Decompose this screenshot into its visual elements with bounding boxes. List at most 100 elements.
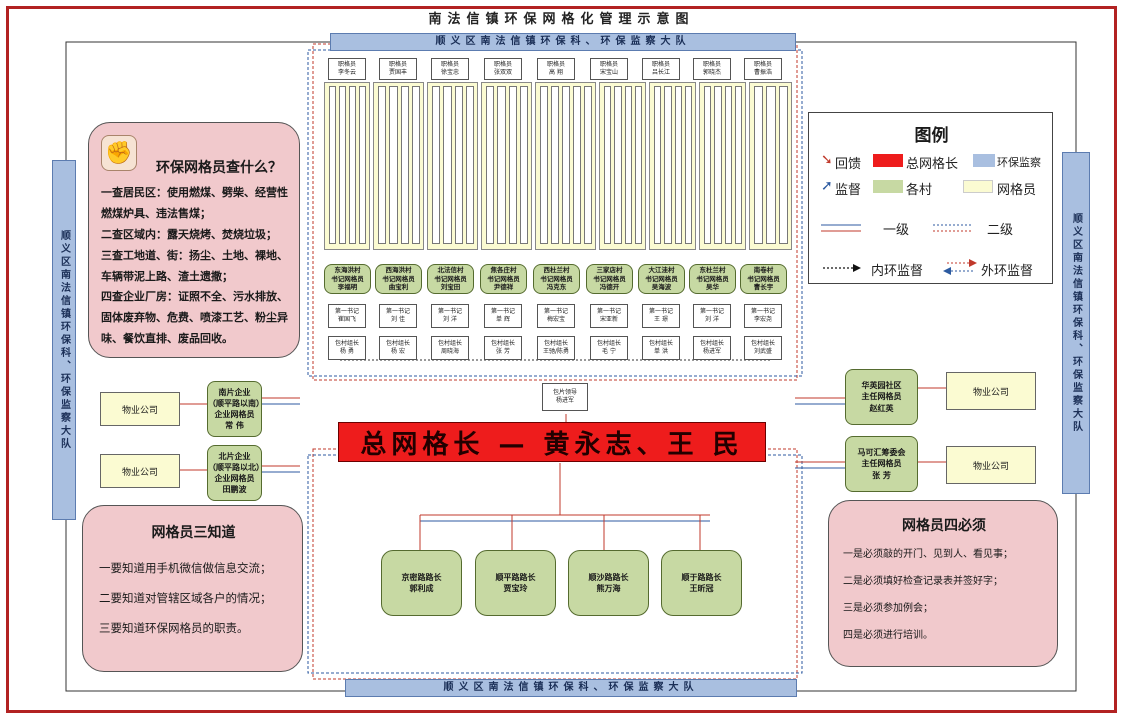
grid-member-box[interactable]: 职格员贾国丰 (379, 58, 417, 80)
detail-column (624, 86, 632, 244)
supervise-arrow-icon: ➚ (821, 178, 833, 194)
panel-what-title: 环保网格员查什么？ (156, 160, 282, 176)
village-detail-group (427, 82, 478, 250)
village-detail-group (481, 82, 532, 250)
village-box[interactable]: 三家店村书记网格员冯德开 (586, 264, 633, 294)
village-role: 书记网格员 (434, 274, 467, 283)
right-property-company-2[interactable]: 物业公司 (946, 446, 1036, 484)
legend-level2: 二级 (987, 223, 1014, 238)
detail-column (734, 86, 742, 244)
feedback-arrow-icon: ➘ (821, 152, 833, 168)
outer-frame (6, 6, 1117, 713)
village-box[interactable]: 北法信村书记网格员刘宝田 (427, 264, 474, 294)
panel-what-item: 三查工地道、街：扬尘、土地、裸地、车辆带泥上路、渣土遗撒； (101, 248, 288, 283)
village-detail-group (649, 82, 696, 250)
area-leader-box[interactable]: 包片领导 杨进军 (542, 383, 588, 411)
village-box[interactable]: 南卷村书记网格员曹长宇 (740, 264, 787, 294)
left-property-company-1[interactable]: 物业公司 (100, 392, 180, 426)
grid-member-box[interactable]: 职格员张双双 (484, 58, 522, 80)
right-community-makehui[interactable]: 马可汇筹委会 主任网格员 张 芳 (845, 436, 918, 492)
legend-outer: 外环监督 (981, 264, 1034, 279)
group-leader-name: 周晓海 (440, 348, 459, 355)
grid-member-box[interactable]: 职格员吕长江 (642, 58, 680, 80)
road-box[interactable]: 顺于路路长王昕冠 (661, 550, 742, 616)
village-box[interactable]: 西海洪村书记网格员曲宝利 (375, 264, 422, 294)
village-box[interactable]: 大江洼村书记网格员吴海波 (638, 264, 685, 294)
group-leader-name: 张 芳 (496, 348, 510, 355)
panel-three-know: 网格员三知道 一要知道用手机微信做信息交流； 二要知道对管辖区域各户的情况； 三… (82, 505, 303, 672)
group-leader-name: 杨 勇 (340, 348, 354, 355)
detail-column (454, 86, 463, 244)
right-property-company-1[interactable]: 物业公司 (946, 372, 1036, 410)
group-leader-box[interactable]: 包村组长王驰/陈勇 (537, 336, 575, 360)
detail-column (778, 86, 788, 244)
village-person: 冯德开 (599, 283, 620, 292)
group-leader-name: 刘武盛 (753, 348, 772, 355)
secretary-box[interactable]: 第一书记刘 洋 (693, 304, 731, 328)
village-person: 尹德祥 (493, 283, 514, 292)
group-leader-name: 单 洪 (654, 348, 668, 355)
group-leader-box[interactable]: 包村组长刘武盛 (744, 336, 782, 360)
group-leader-box[interactable]: 包村组长张 芳 (484, 336, 522, 360)
secretary-box[interactable]: 第一书记李宏尧 (744, 304, 782, 328)
grid-member-box[interactable]: 职格员徐宝忠 (431, 58, 469, 80)
grid-member-box[interactable]: 职格员曹振浩 (744, 58, 782, 80)
group-leader-role: 包村组长 (596, 340, 621, 348)
group-leader-box[interactable]: 包村组长单 洪 (642, 336, 680, 360)
secretary-role: 第一书记 (648, 308, 673, 316)
secretary-box[interactable]: 第一书记崔国飞 (328, 304, 366, 328)
detail-column (465, 86, 474, 244)
grid-member-name: 徐宝忠 (440, 69, 459, 76)
area-leader-name: 杨进军 (555, 397, 574, 404)
village-name: 大江洼村 (648, 266, 675, 275)
village-box[interactable]: 焦各庄村书记网格员尹德祥 (480, 264, 527, 294)
left-enterprise-north[interactable]: 北片企业 （顺平路以北） 企业网格员 田鹏波 (207, 445, 264, 501)
road-box[interactable]: 顺沙路路长熊万海 (568, 550, 649, 616)
village-box[interactable]: 西杜兰村书记网格员冯克东 (533, 264, 580, 294)
detail-column (704, 86, 712, 244)
left-enterprise-south[interactable]: 南片企业 （顺平路以南） 企业网格员 常 伟 (207, 381, 264, 437)
left-property-company-2[interactable]: 物业公司 (100, 454, 180, 488)
grid-member-role: 职格员 (440, 61, 459, 69)
group-leader-box[interactable]: 包村组长杨进军 (693, 336, 731, 360)
legend-village-swatch (873, 180, 903, 193)
secretary-box[interactable]: 第一书记宋亚新 (590, 304, 628, 328)
secretary-box[interactable]: 第一书记刘 洋 (431, 304, 469, 328)
grid-member-box[interactable]: 职格员宋宝山 (590, 58, 628, 80)
detail-column (654, 86, 662, 244)
secretary-box[interactable]: 第一书记单 辉 (484, 304, 522, 328)
grid-member-role: 职格员 (388, 61, 407, 69)
village-detail-group (749, 82, 792, 250)
group-leader-box[interactable]: 包村组长杨 宏 (379, 336, 417, 360)
grid-member-box[interactable]: 职格员李冬云 (328, 58, 366, 80)
group-leader-box[interactable]: 包村组长毛 宁 (590, 336, 628, 360)
chief-box[interactable]: 总网格长 — 黄永志、王 民 (338, 422, 766, 462)
road-box[interactable]: 顺平路路长贾宝玲 (475, 550, 556, 616)
village-box[interactable]: 东杜兰村书记网格员吴华 (689, 264, 736, 294)
panel-must-item: 三是必须参加例会； (843, 603, 933, 614)
village-person: 李福明 (337, 283, 358, 292)
grid-member-name: 郭晓杰 (702, 69, 721, 76)
group-leader-box[interactable]: 包村组长周晓海 (431, 336, 469, 360)
village-detail-group (699, 82, 746, 250)
secretary-box[interactable]: 第一书记梅宏宝 (537, 304, 575, 328)
village-box[interactable]: 东海洪村书记网格员李福明 (324, 264, 371, 294)
secretary-box[interactable]: 第一书记刘 佳 (379, 304, 417, 328)
village-role: 书记网格员 (487, 274, 520, 283)
grid-member-box[interactable]: 职格员高 翔 (537, 58, 575, 80)
page-title: 南法信镇环保网格化管理示意图 (428, 12, 695, 27)
panel-what-item: 二查区域内：露天烧烤、焚烧垃圾； (101, 227, 277, 241)
grid-member-box[interactable]: 职格员郭晓杰 (693, 58, 731, 80)
detail-column (411, 86, 420, 244)
grid-member-name: 高 翔 (549, 69, 563, 76)
detail-column (724, 86, 732, 244)
secretary-box[interactable]: 第一书记王 璟 (642, 304, 680, 328)
detail-column (614, 86, 622, 244)
legend-feedback: 回馈 (835, 157, 862, 172)
detail-column (584, 86, 592, 244)
right-community-huaying[interactable]: 华英园社区 主任网格员 赵红英 (845, 369, 918, 425)
group-leader-role: 包村组长 (334, 340, 359, 348)
detail-column (573, 86, 581, 244)
road-box[interactable]: 京密路路长郭利成 (381, 550, 462, 616)
group-leader-box[interactable]: 包村组长杨 勇 (328, 336, 366, 360)
